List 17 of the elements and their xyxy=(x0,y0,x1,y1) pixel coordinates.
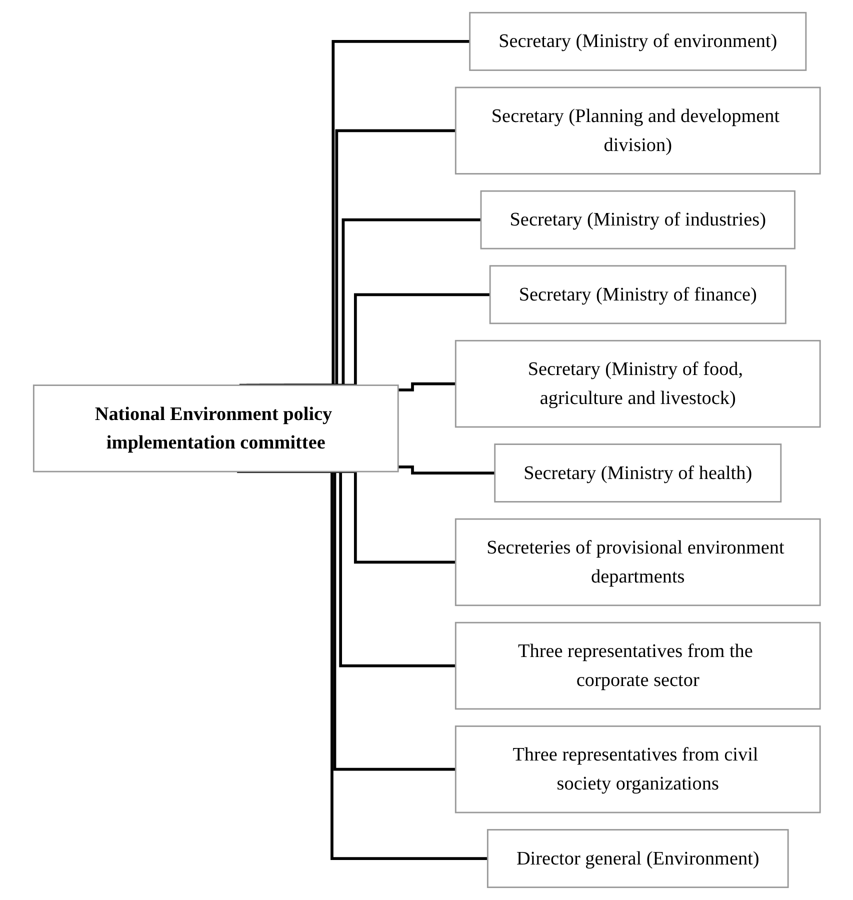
node-box: Secretary (Ministry of food, agriculture and livestock) xyxy=(454,340,820,428)
node-box: National Environment policy implementation committee xyxy=(32,384,398,472)
connector xyxy=(398,466,494,474)
connector xyxy=(398,382,456,392)
connector xyxy=(284,293,490,387)
node-box: Secreteries of provisional environment departments xyxy=(454,518,820,606)
node-box: Secretary (Ministry of health) xyxy=(494,444,782,502)
node-box: Three representatives from civil society organizations xyxy=(454,725,820,814)
node-box: Director general (Environment) xyxy=(486,829,788,888)
node-box: Secretary (Ministry of finance) xyxy=(488,265,786,324)
connector xyxy=(239,40,470,387)
node-box: Secretary (Planning and development division) xyxy=(454,86,820,174)
node-box: Three representatives from the corporate sector xyxy=(454,622,820,710)
node-box: Secretary (Ministry of industries) xyxy=(480,190,796,250)
connector xyxy=(246,129,456,387)
node-box: Secretary (Ministry of environment) xyxy=(468,12,806,71)
connector xyxy=(259,218,481,387)
